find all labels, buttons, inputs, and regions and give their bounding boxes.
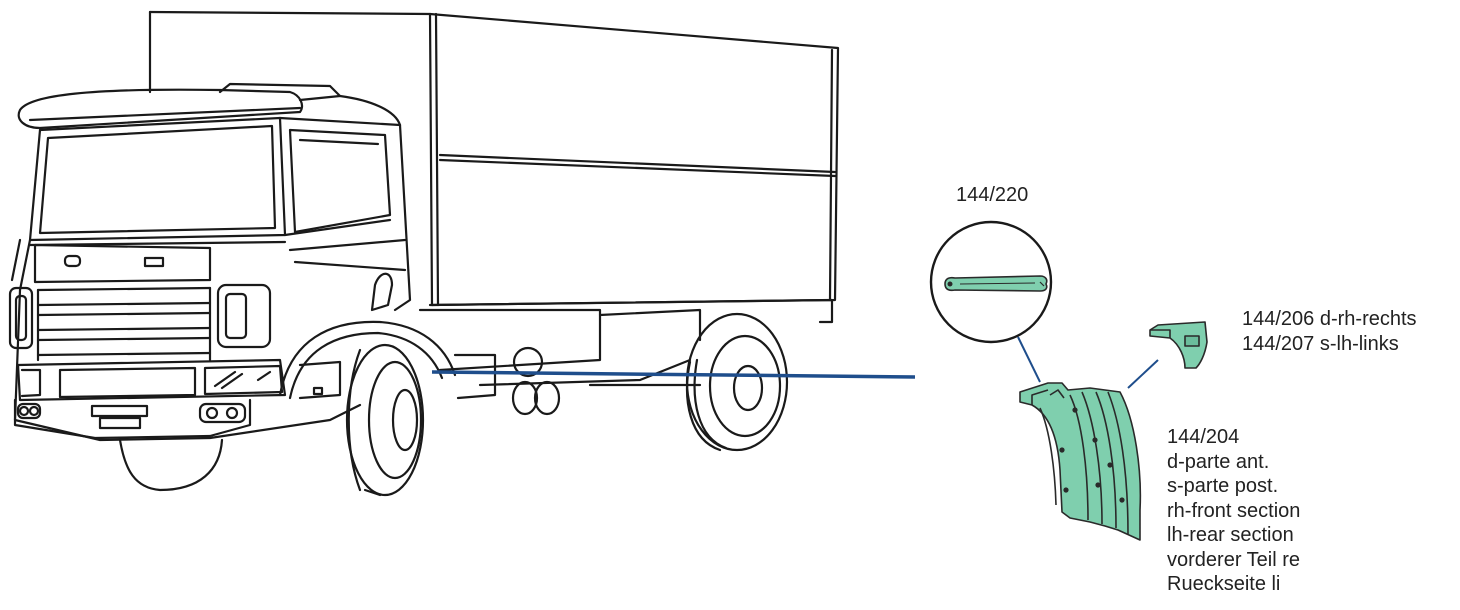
mudguard-line: lh-rear section: [1167, 523, 1300, 548]
fixing-pin-label: 144/220: [956, 183, 1028, 208]
truck-illustration: [10, 12, 838, 495]
fixing-pin-code: 144/220: [956, 183, 1028, 208]
mudguard-line: rh-front section: [1167, 499, 1300, 524]
corner-piece-label: 144/206 d-rh-rechts 144/207 s-lh-links: [1242, 307, 1417, 356]
front-wheel: [120, 322, 455, 495]
cargo-box: [150, 12, 838, 322]
mudguard-line: d-parte ant.: [1167, 450, 1300, 475]
pin-leader-line: [1018, 337, 1040, 382]
corner-leader-line: [1128, 360, 1158, 388]
fixing-pin-icon: [945, 276, 1047, 291]
corner-piece-line: 144/207 s-lh-links: [1242, 332, 1417, 357]
rear-wheel: [687, 314, 787, 450]
mudguard-line: 144/204: [1167, 425, 1300, 450]
pointer-line: [432, 372, 915, 377]
mudguard-part: [1020, 383, 1140, 540]
mudguard-line: Rueckseite li: [1167, 572, 1300, 597]
front-grille: [35, 245, 210, 360]
fixing-pin-detail: [931, 222, 1051, 342]
mudguard-label: 144/204 d-parte ant. s-parte post. rh-fr…: [1167, 425, 1300, 597]
corner-piece-line: 144/206 d-rh-rechts: [1242, 307, 1417, 332]
corner-piece-part: [1150, 322, 1207, 368]
mudguard-line: vorderer Teil re: [1167, 548, 1300, 573]
mudguard-line: s-parte post.: [1167, 474, 1300, 499]
front-bumper: [15, 360, 285, 438]
air-tanks: [513, 348, 559, 414]
